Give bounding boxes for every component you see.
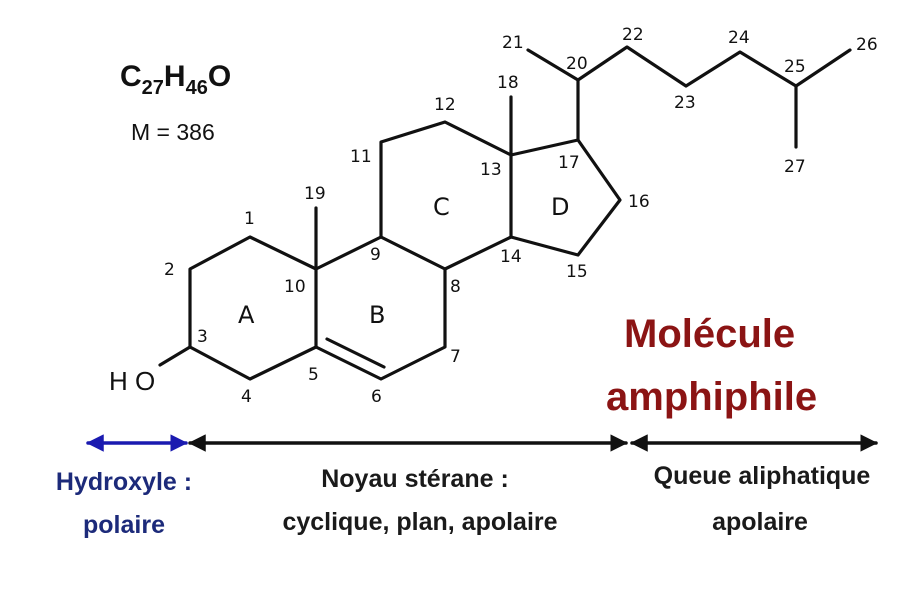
carbon-number-23: 23 bbox=[674, 93, 696, 113]
carbon-number-4: 4 bbox=[241, 387, 252, 407]
carbon-number-26: 26 bbox=[856, 35, 878, 55]
title-line-1: Molécule bbox=[624, 312, 795, 356]
carbon-number-13: 13 bbox=[480, 160, 502, 180]
carbon-number-14: 14 bbox=[500, 247, 522, 267]
hydroxyl-label: H O bbox=[109, 366, 155, 396]
carbon-number-10: 10 bbox=[284, 277, 306, 297]
carbon-number-24: 24 bbox=[728, 28, 750, 48]
double-bond-c5-c6 bbox=[325, 337, 386, 369]
ring-label-a: A bbox=[238, 301, 255, 329]
ring-b-bonds bbox=[314, 235, 447, 381]
methyl-c21 bbox=[526, 48, 580, 82]
carbon-number-8: 8 bbox=[450, 277, 461, 297]
ring-label-d: D bbox=[551, 193, 569, 221]
ring-label-b: B bbox=[369, 301, 385, 329]
side-chain-bonds bbox=[576, 45, 852, 142]
carbon-number-7: 7 bbox=[450, 347, 461, 367]
svg-text:C27H46O: C27H46O bbox=[120, 60, 231, 99]
sterane-caption-line-2: cyclique, plan, apolaire bbox=[282, 508, 557, 536]
tail-caption-line-1: Queue aliphatique bbox=[654, 462, 871, 490]
carbon-number-18: 18 bbox=[497, 73, 519, 93]
molar-mass: M = 386 bbox=[131, 119, 215, 145]
carbon-number-11: 11 bbox=[350, 147, 372, 167]
carbon-number-9: 9 bbox=[370, 245, 381, 265]
ring-d-bonds bbox=[509, 138, 622, 257]
carbon-number-15: 15 bbox=[566, 262, 588, 282]
carbon-number-25: 25 bbox=[784, 57, 806, 77]
molecular-formula: C27H46O bbox=[120, 60, 231, 99]
ring-label-c: C bbox=[433, 193, 450, 221]
carbon-number-6: 6 bbox=[371, 387, 382, 407]
hydroxyl-caption-line-2: polaire bbox=[83, 511, 165, 539]
carbon-number-20: 20 bbox=[566, 54, 588, 74]
hydroxyl-caption-line-1: Hydroxyle : bbox=[56, 468, 192, 496]
carbon-number-17: 17 bbox=[558, 153, 580, 173]
carbon-number-3: 3 bbox=[197, 327, 208, 347]
skeletal-bonds bbox=[158, 45, 852, 381]
carbon-number-21: 21 bbox=[502, 33, 524, 53]
tail-caption-line-2: apolaire bbox=[712, 508, 808, 536]
sterane-caption-line-1: Noyau stérane : bbox=[321, 465, 509, 493]
ring-c-bonds bbox=[379, 120, 513, 271]
carbon-number-1: 1 bbox=[244, 209, 255, 229]
title-line-2: amphiphile bbox=[606, 375, 817, 419]
carbon-number-12: 12 bbox=[434, 95, 456, 115]
carbon-number-22: 22 bbox=[622, 25, 644, 45]
carbon-number-27: 27 bbox=[784, 157, 806, 177]
carbon-number-5: 5 bbox=[308, 365, 319, 385]
carbon-numbers: 1 2 3 4 5 6 7 8 9 10 11 12 13 14 15 16 1… bbox=[164, 25, 878, 407]
carbon-number-19: 19 bbox=[304, 184, 326, 204]
hydroxyl-bond bbox=[158, 345, 192, 367]
carbon-number-16: 16 bbox=[628, 192, 650, 212]
carbon-number-2: 2 bbox=[164, 260, 175, 280]
